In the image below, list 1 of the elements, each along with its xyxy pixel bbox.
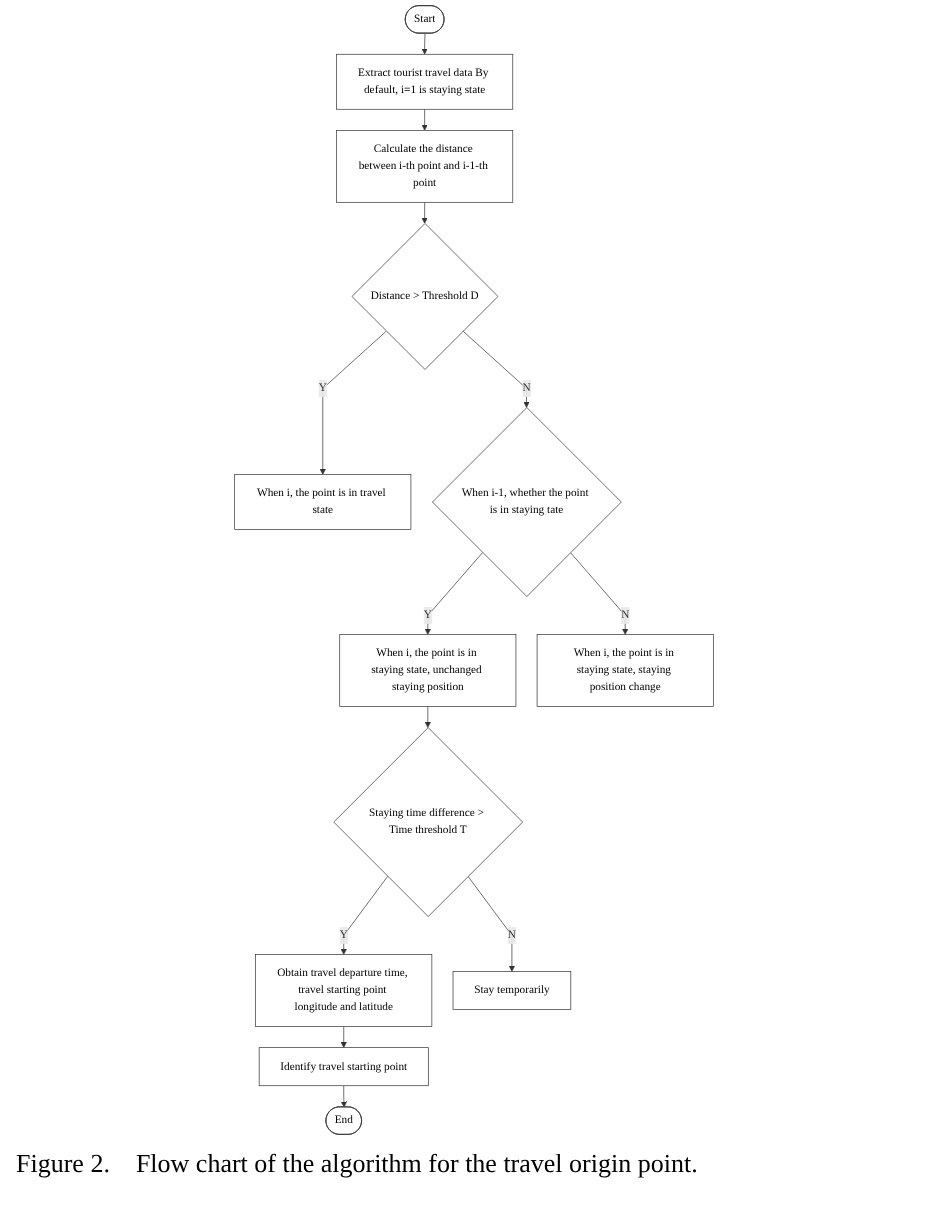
caption: Figure 2. Flow chart of the algorithm for the travel origin point. — [14, 1146, 700, 1182]
